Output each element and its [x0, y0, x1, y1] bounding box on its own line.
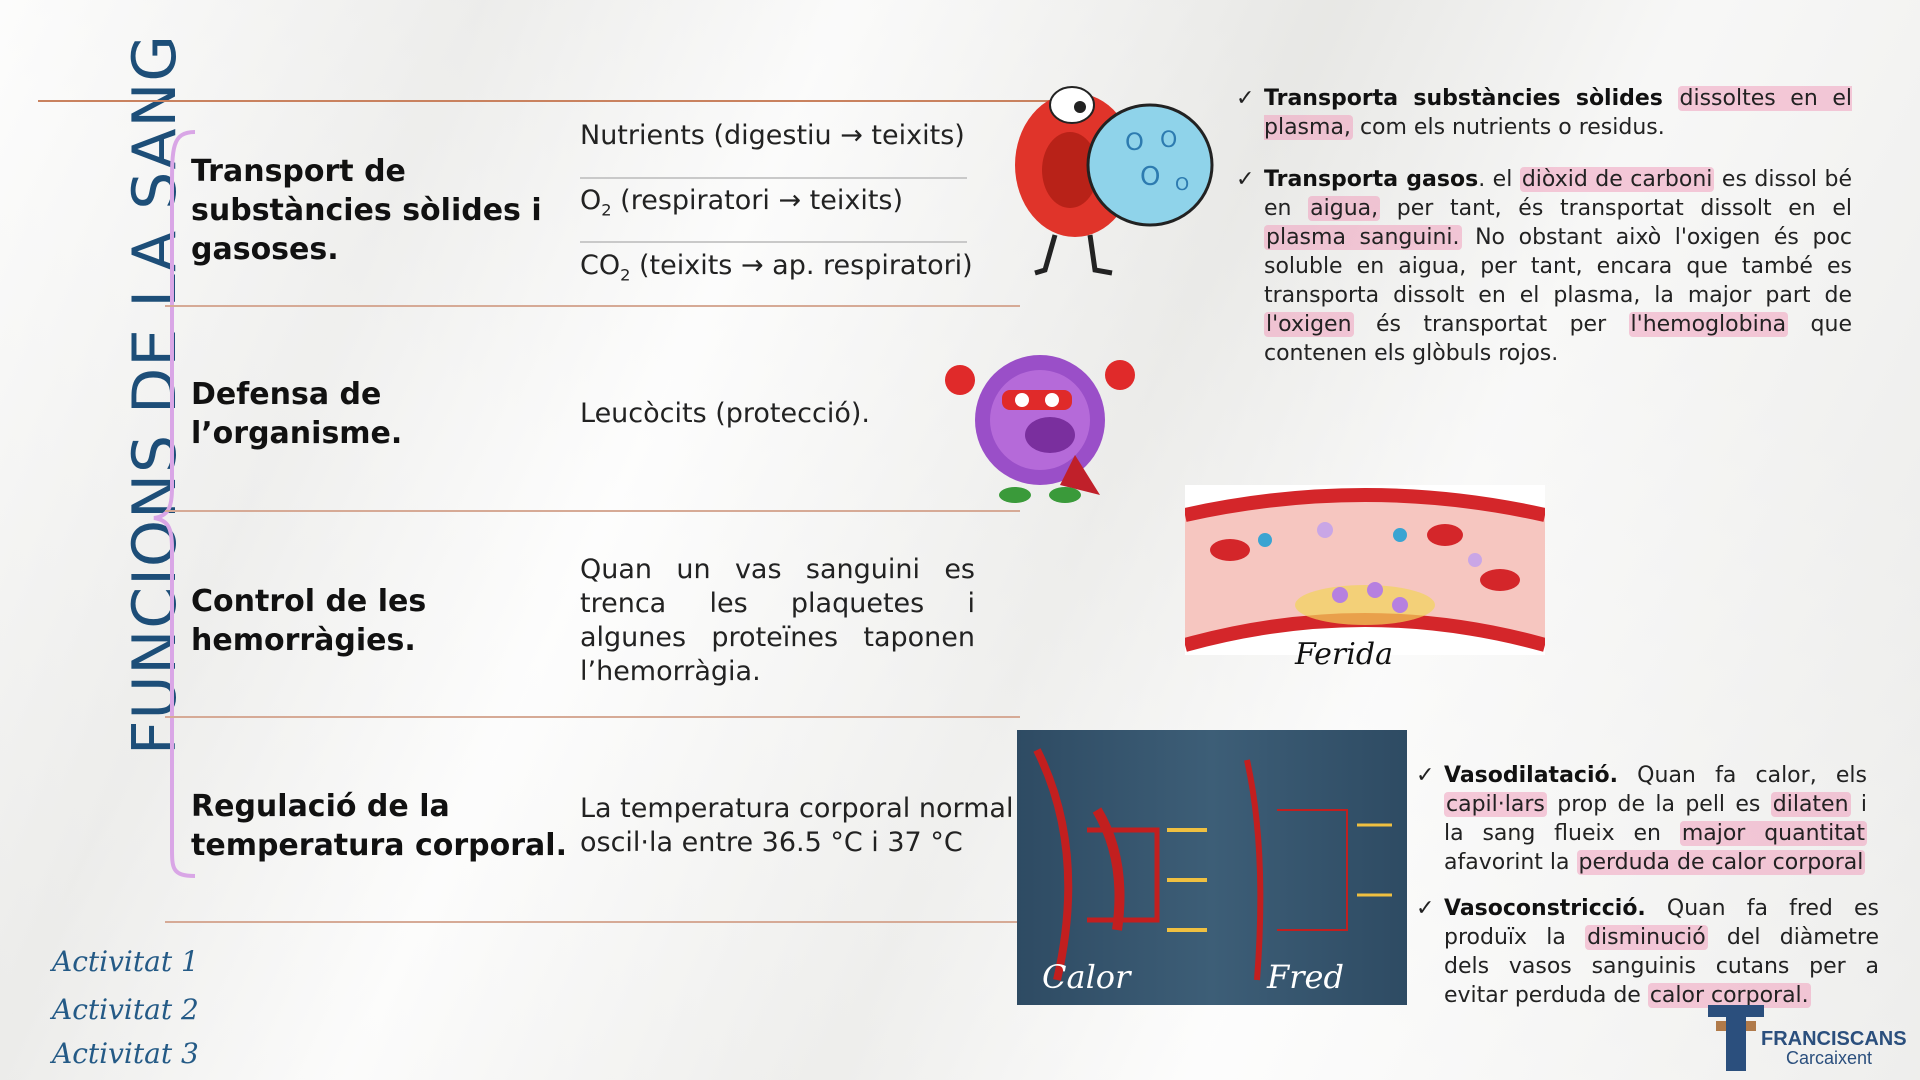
function-defense-label: Defensa de l’organisme.: [191, 377, 403, 451]
red-blood-cell-illustration: O O O O: [1015, 86, 1214, 276]
transport-nutrients: Nutrients (digestiu → teixits): [580, 120, 965, 151]
franciscans-logo-icon: [1708, 1005, 1764, 1071]
transport-subdivider-1: [580, 177, 967, 179]
checkmark-icon: ✓: [1416, 896, 1435, 921]
svg-text:O: O: [1160, 128, 1177, 153]
thermoregulation-illustration: Calor Fred: [1017, 730, 1407, 1005]
row-divider-1: [165, 305, 1020, 307]
checkmark-icon: ✓: [1236, 86, 1255, 111]
curly-brace: [153, 130, 196, 878]
svg-text:O: O: [1140, 162, 1160, 192]
function-transport-label: Transport de substàncies sòlides i gasos…: [191, 154, 542, 267]
svg-text:O: O: [1175, 174, 1189, 195]
white-blood-cell-illustration: [945, 355, 1135, 503]
transport-oxygen: O2 (respiratori → teixits): [580, 185, 904, 220]
logo-place: Carcaixent: [1786, 1048, 1873, 1068]
activity-link-3[interactable]: Activitat 3: [52, 1037, 199, 1070]
note-transport-gases: ✓ Transporta gasos. el diòxid de carboni…: [1236, 167, 1853, 366]
cold-label: Fred: [1267, 958, 1344, 996]
function-temperature-label: Regulació de la temperatura corporal.: [191, 789, 567, 863]
wound-caption: Ferida: [1295, 637, 1393, 672]
activity-link-2[interactable]: Activitat 2: [52, 993, 199, 1026]
svg-text:O: O: [1125, 128, 1144, 156]
checkmark-icon: ✓: [1236, 167, 1255, 192]
function-hemorrhage-label: Control de les hemorràgies.: [191, 584, 427, 658]
row-divider-2: [165, 510, 1020, 512]
checkmark-icon: ✓: [1416, 763, 1435, 788]
activity-link-1[interactable]: Activitat 1: [52, 945, 199, 978]
logo-name: FRANCISCANS: [1761, 1028, 1907, 1050]
wound-illustration: Ferida: [1183, 485, 1547, 672]
transport-subdivider-2: [580, 241, 967, 243]
row-divider-4: [165, 921, 1020, 923]
row-divider-3: [165, 716, 1020, 718]
hemorrhage-text: Quan un vas sanguini es trenca les plaqu…: [580, 554, 975, 687]
note-transport-solids: ✓ Transporta substàncies sòlides dissolt…: [1236, 86, 1852, 140]
defense-text: Leucòcits (protecció).: [580, 398, 870, 429]
note-vasoconstriction: ✓ Vasoconstricció. Quan fa fred es produ…: [1416, 896, 1879, 1008]
temperature-text: La temperatura corporal normal oscil·la …: [580, 793, 1014, 858]
note-vasodilation: ✓ Vasodilatació. Quan fa calor, els capi…: [1416, 763, 1867, 875]
top-rule: [38, 100, 1058, 102]
transport-co2: CO2 (teixits → ap. respiratori): [580, 250, 973, 285]
hot-label: Calor: [1042, 958, 1131, 996]
